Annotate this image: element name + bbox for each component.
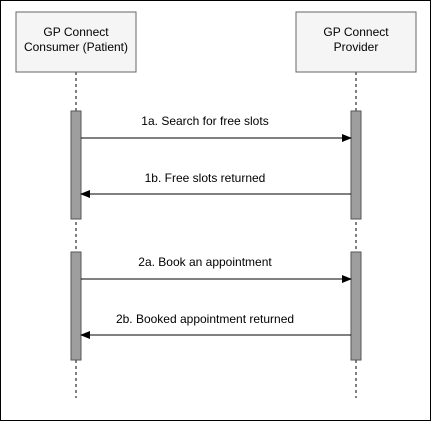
message-2b-label: 2b. Booked appointment returned bbox=[116, 312, 294, 326]
provider-participant-label-line2: Provider bbox=[334, 40, 379, 54]
consumer-participant[interactable]: GP Connect Consumer (Patient) bbox=[15, 11, 137, 73]
consumer-participant-box bbox=[15, 11, 137, 73]
consumer-participant-label-line1: GP Connect bbox=[43, 25, 109, 39]
message-1a-label: 1a. Search for free slots bbox=[141, 114, 268, 128]
provider-activation-1 bbox=[350, 110, 362, 220]
message-1b: 1b. Free slots returned bbox=[80, 171, 351, 198]
provider-participant-label-line1: GP Connect bbox=[323, 25, 389, 39]
consumer-participant-label-line2: Consumer (Patient) bbox=[24, 40, 128, 54]
message-2a-label: 2a. Book an appointment bbox=[138, 255, 272, 269]
provider-activation-2 bbox=[350, 251, 362, 361]
provider-participant[interactable]: GP Connect Provider bbox=[295, 11, 417, 73]
consumer-activation-1 bbox=[70, 110, 82, 220]
message-2b: 2b. Booked appointment returned bbox=[80, 312, 351, 339]
provider-participant-box bbox=[295, 11, 417, 73]
consumer-activation-2 bbox=[70, 251, 82, 361]
message-1a: 1a. Search for free slots bbox=[81, 114, 352, 142]
message-1b-label: 1b. Free slots returned bbox=[145, 171, 266, 185]
message-2a: 2a. Book an appointment bbox=[81, 255, 352, 283]
